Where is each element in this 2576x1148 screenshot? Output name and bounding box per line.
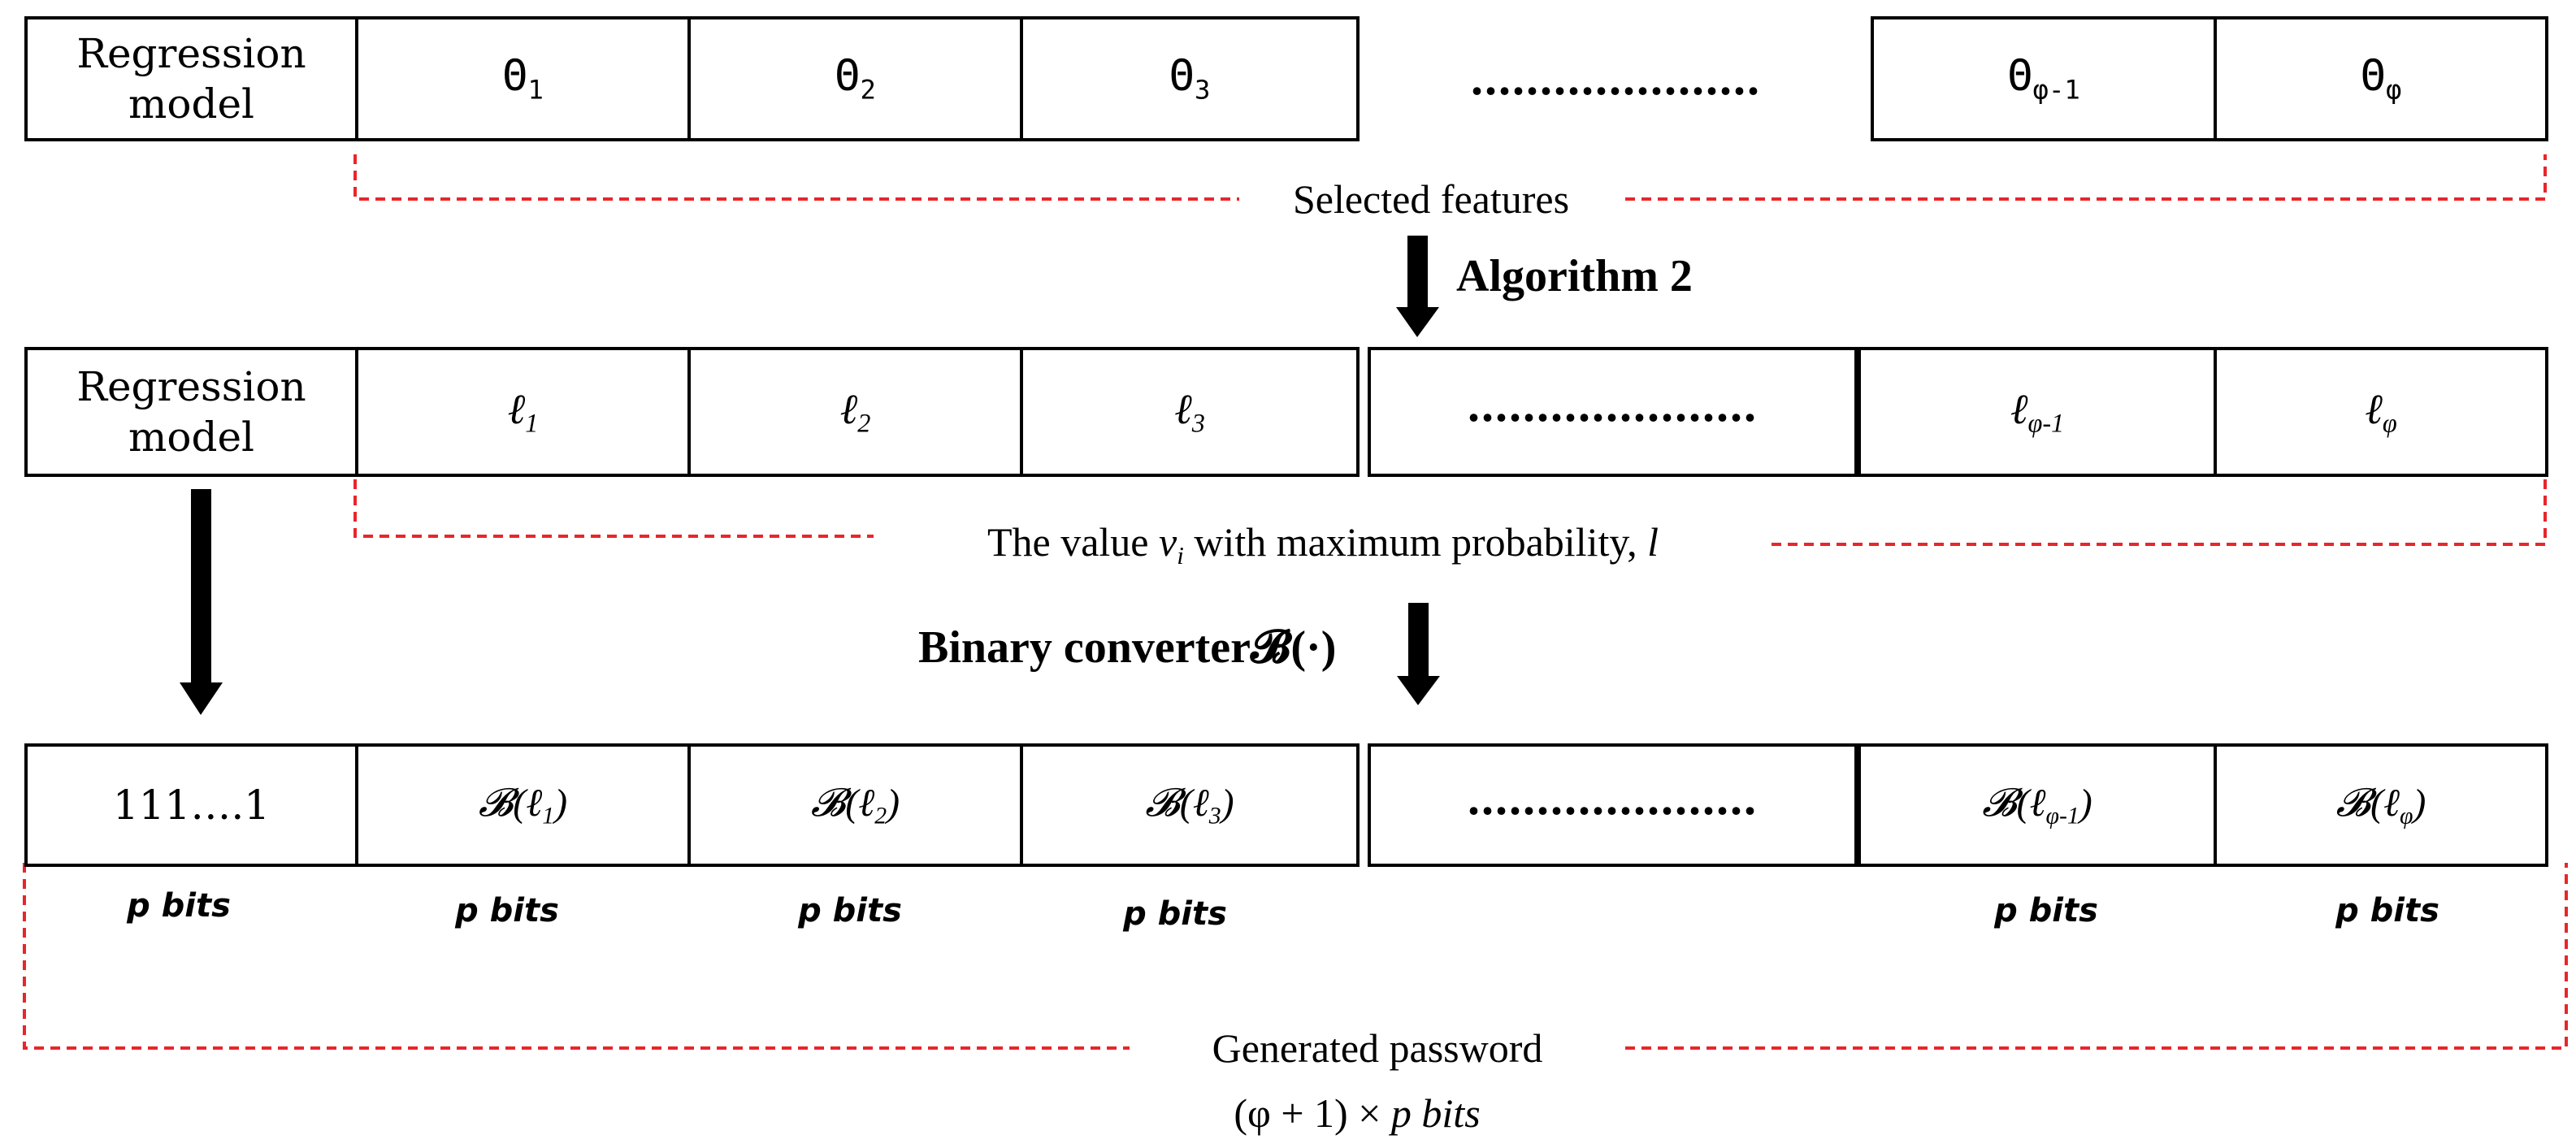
theta-3: Θ3	[1169, 52, 1211, 106]
generated-password-bracket-right	[1625, 863, 2568, 1050]
row2-ellipsis: .....................	[1468, 377, 1758, 431]
theta-phi-minus-1: Θφ-1	[2007, 52, 2080, 106]
binary-converter-arrow	[1397, 603, 1440, 705]
b-l-1: 𝓑(ℓ1)	[478, 781, 568, 830]
row3-b-l-1-cell: 𝓑(ℓ1)	[355, 743, 691, 867]
l-phi: ℓφ	[2365, 386, 2397, 438]
row2-l-phi-cell: ℓφ	[2214, 347, 2548, 477]
row3-b-l-phi-cell: 𝓑(ℓφ)	[2214, 743, 2548, 867]
row3-b-l-phi-minus-1-cell: 𝓑(ℓφ-1)	[1858, 743, 2217, 867]
theta-1: Θ1	[502, 52, 544, 106]
row1-theta-3-cell: Θ3	[1020, 16, 1360, 141]
generated-password-bracket-left	[23, 863, 1130, 1050]
selected-features-note: Selected features	[1281, 175, 1581, 223]
max-probability-note: The value vi with maximum probability, l	[975, 518, 1671, 570]
l-phi-minus-1: ℓφ-1	[2010, 386, 2065, 438]
p-bits-label-0: p bits	[127, 887, 231, 925]
p-bits-label-1: p bits	[455, 892, 559, 929]
regression-model-down-arrow	[180, 489, 223, 715]
row1-theta-phi-minus-1-cell: Θφ-1	[1871, 16, 2217, 141]
row1-theta-2-cell: Θ2	[687, 16, 1023, 141]
theta-2: Θ2	[835, 52, 876, 106]
l-1: ℓ1	[507, 386, 539, 438]
p-bits-label-5: p bits	[2335, 892, 2439, 929]
password-length-formula: (φ + 1) × p bits	[1222, 1090, 1492, 1137]
row1-regression-model-cell: Regression model	[24, 16, 358, 141]
row2-l-2-cell: ℓ2	[687, 347, 1023, 477]
row3-ones-label: 111….1	[112, 781, 271, 829]
row1-ellipsis: .....................	[1471, 51, 1761, 105]
row2-l-1-cell: ℓ1	[355, 347, 691, 477]
p-bits-label-4: p bits	[1994, 892, 2098, 929]
row2-l-phi-minus-1-cell: ℓφ-1	[1858, 347, 2217, 477]
row3-ellipsis-cell: .....................	[1368, 743, 1858, 867]
b-l-phi: 𝓑(ℓφ)	[2335, 781, 2426, 830]
p-bits-label-3: p bits	[1123, 895, 1227, 933]
max-probability-bracket-left	[353, 479, 874, 538]
row1-regression-model-label: Regression model	[76, 29, 306, 128]
selected-features-bracket-left	[353, 154, 1239, 201]
p-bits-label-2: p bits	[798, 892, 902, 929]
binary-converter-label: Binary converter𝓑(·)	[918, 622, 1337, 673]
selected-features-bracket-right	[1625, 154, 2547, 201]
b-l-phi-minus-1: 𝓑(ℓφ-1)	[1982, 781, 2092, 830]
algorithm-2-arrow	[1396, 236, 1439, 337]
row2-regression-model-label: Regression model	[76, 362, 306, 461]
generated-password-note: Generated password	[1200, 1025, 1555, 1072]
b-l-2: 𝓑(ℓ2)	[810, 781, 900, 830]
row2-ellipsis-cell: .....................	[1368, 347, 1858, 477]
row2-l-3-cell: ℓ3	[1020, 347, 1360, 477]
max-probability-bracket-right	[1772, 479, 2547, 546]
theta-phi: Θφ	[2360, 52, 2402, 106]
l-3: ℓ3	[1174, 386, 1205, 438]
row1-theta-phi-cell: Θφ	[2214, 16, 2548, 141]
row3-b-l-2-cell: 𝓑(ℓ2)	[687, 743, 1023, 867]
row3-ellipsis: .....................	[1468, 770, 1758, 825]
algorithm-2-label: Algorithm 2	[1456, 251, 1693, 301]
b-l-3: 𝓑(ℓ3)	[1145, 781, 1234, 830]
row1-theta-1-cell: Θ1	[355, 16, 691, 141]
row3-b-l-3-cell: 𝓑(ℓ3)	[1020, 743, 1360, 867]
l-2: ℓ2	[839, 386, 871, 438]
row3-ones-cell: 111….1	[24, 743, 358, 867]
row2-regression-model-cell: Regression model	[24, 347, 358, 477]
